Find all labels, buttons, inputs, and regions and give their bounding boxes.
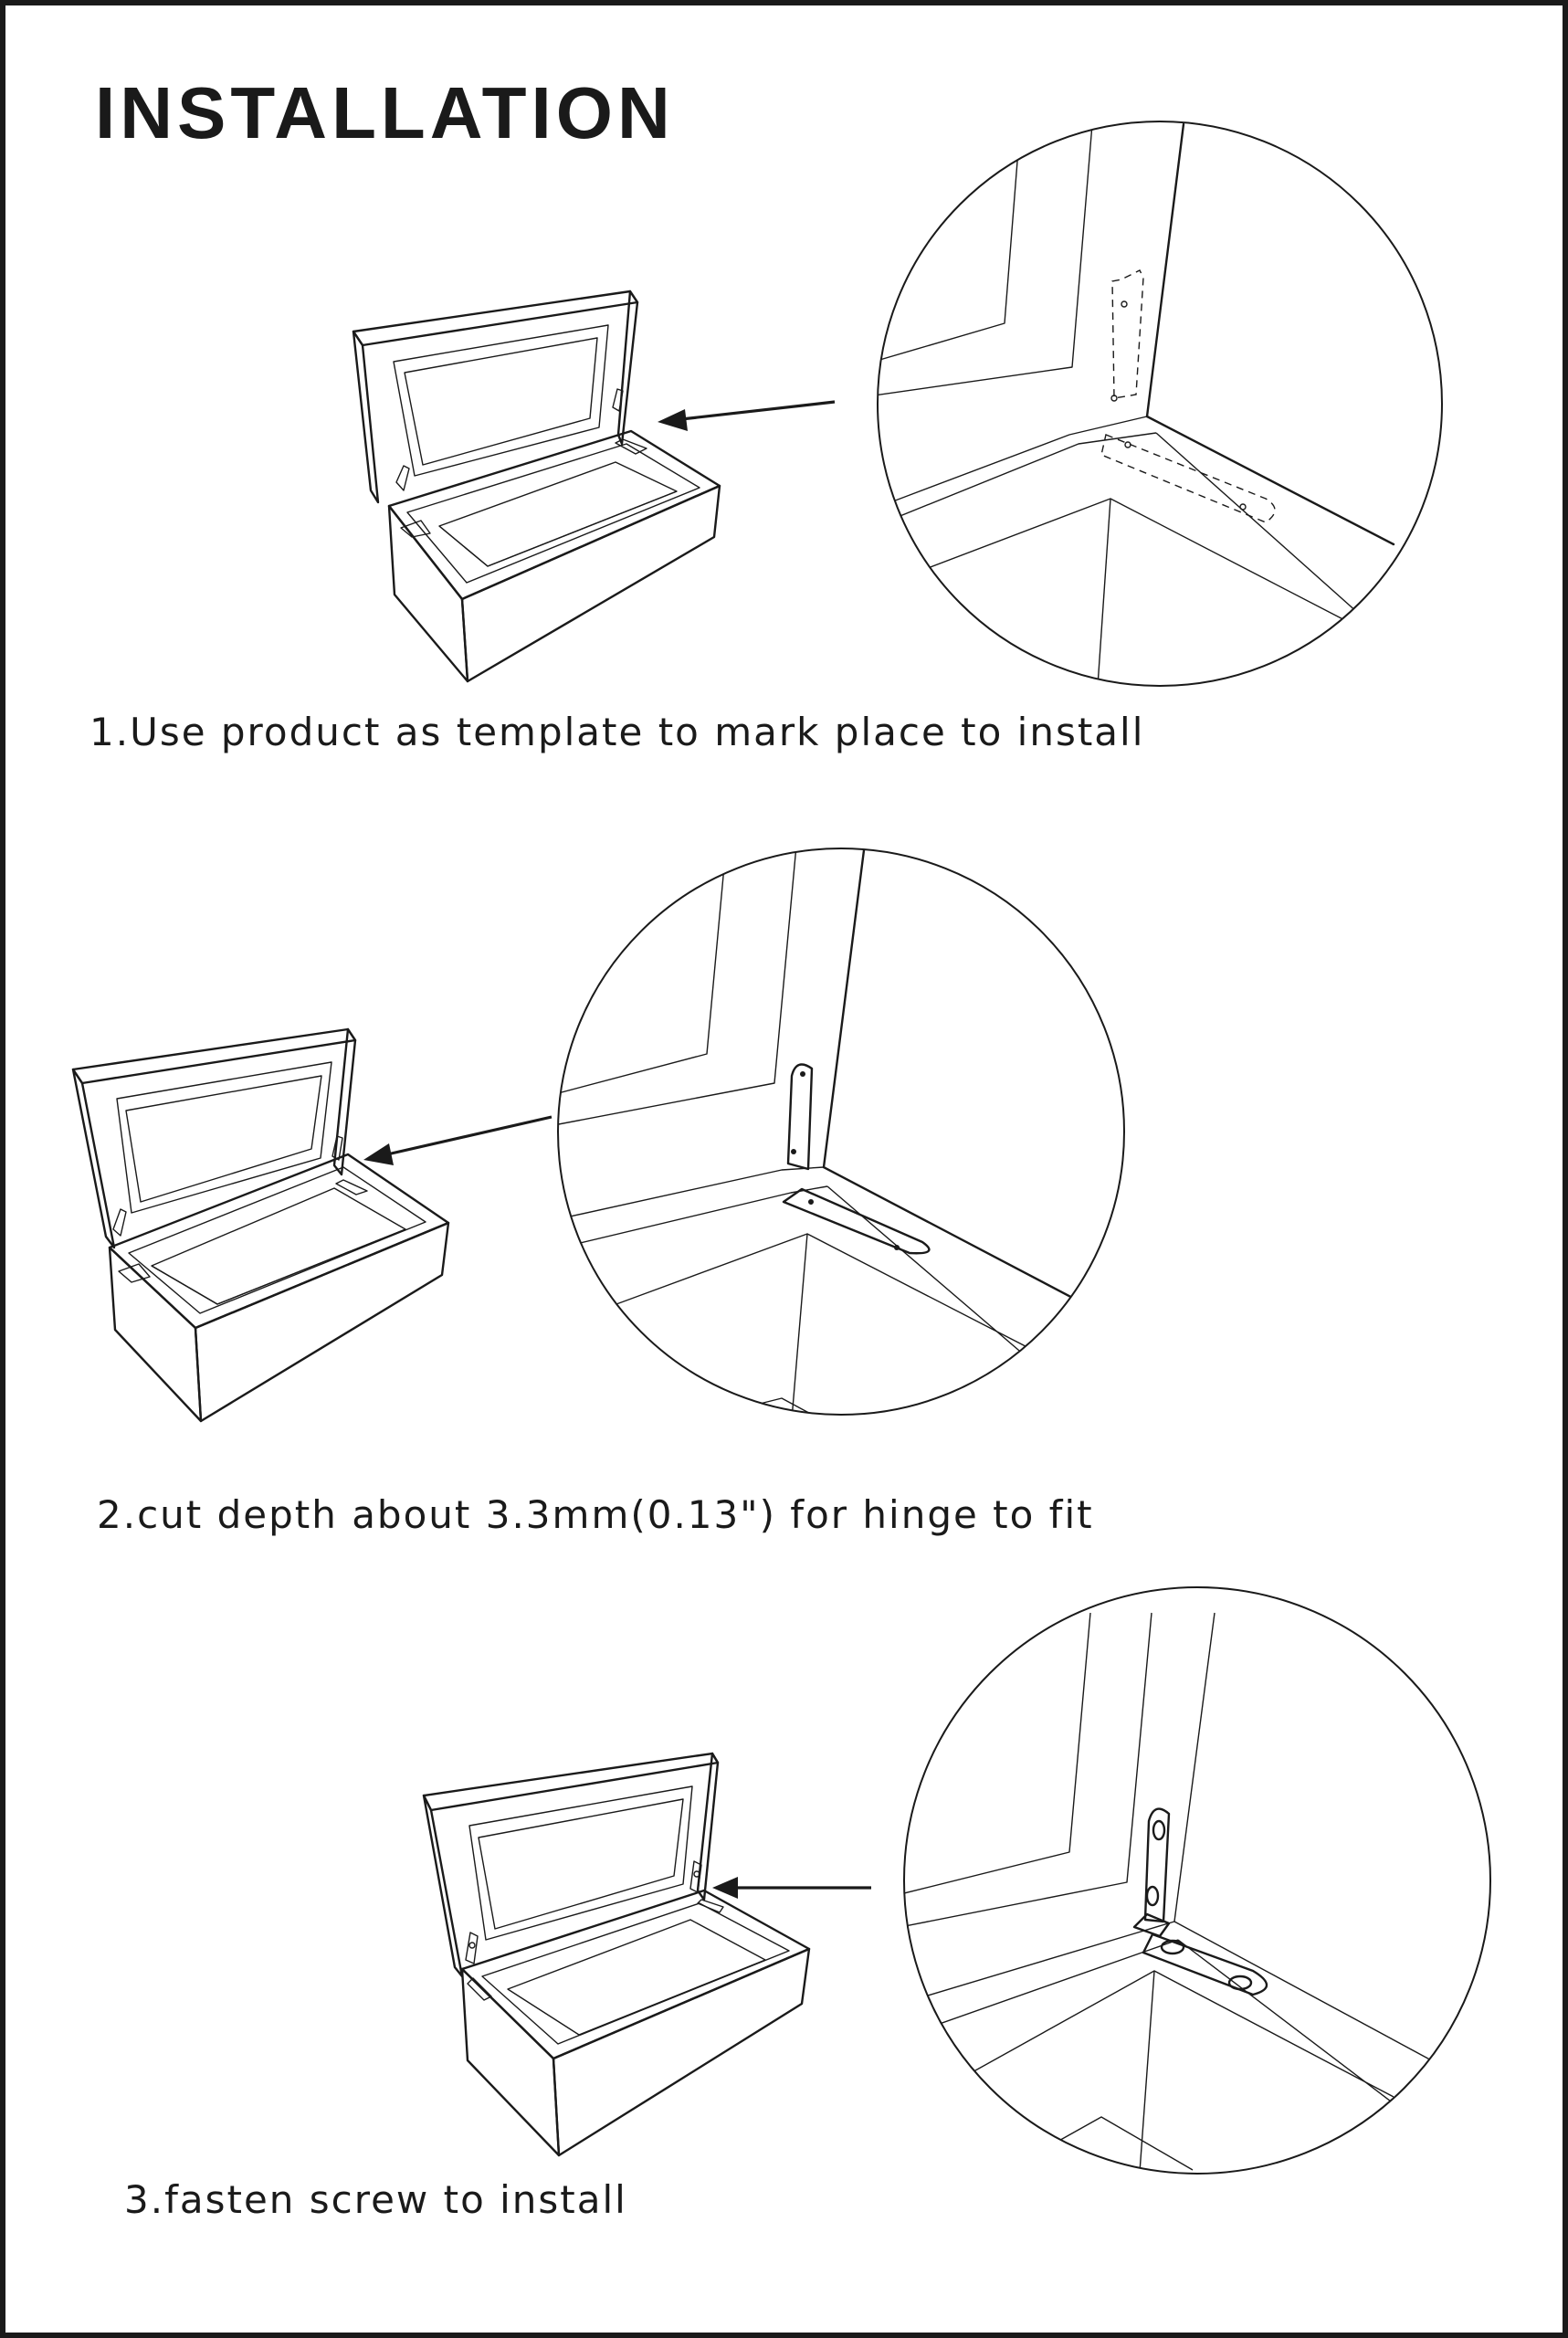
step-1-instruction: 1.Use product as template to mark place … — [89, 710, 1145, 754]
step2-jewelry-box — [71, 1027, 450, 1423]
step1-jewelry-box — [352, 290, 721, 683]
step-2-instruction: 2.cut depth about 3.3mm(0.13") for hinge… — [97, 1492, 1094, 1537]
step3-arrow — [712, 1877, 871, 1899]
step1-detail-magnifier — [877, 121, 1443, 687]
step2-arrow — [363, 1115, 552, 1165]
step-3-instruction: 3.fasten screw to install — [124, 2177, 627, 2222]
step1-arrow — [658, 400, 836, 431]
step2-detail-magnifier — [557, 848, 1125, 1416]
step3-detail-magnifier — [903, 1586, 1491, 2175]
step3-jewelry-box — [422, 1752, 811, 2157]
installation-illustrations — [71, 121, 1491, 2175]
page-title: INSTALLATION — [95, 72, 675, 153]
